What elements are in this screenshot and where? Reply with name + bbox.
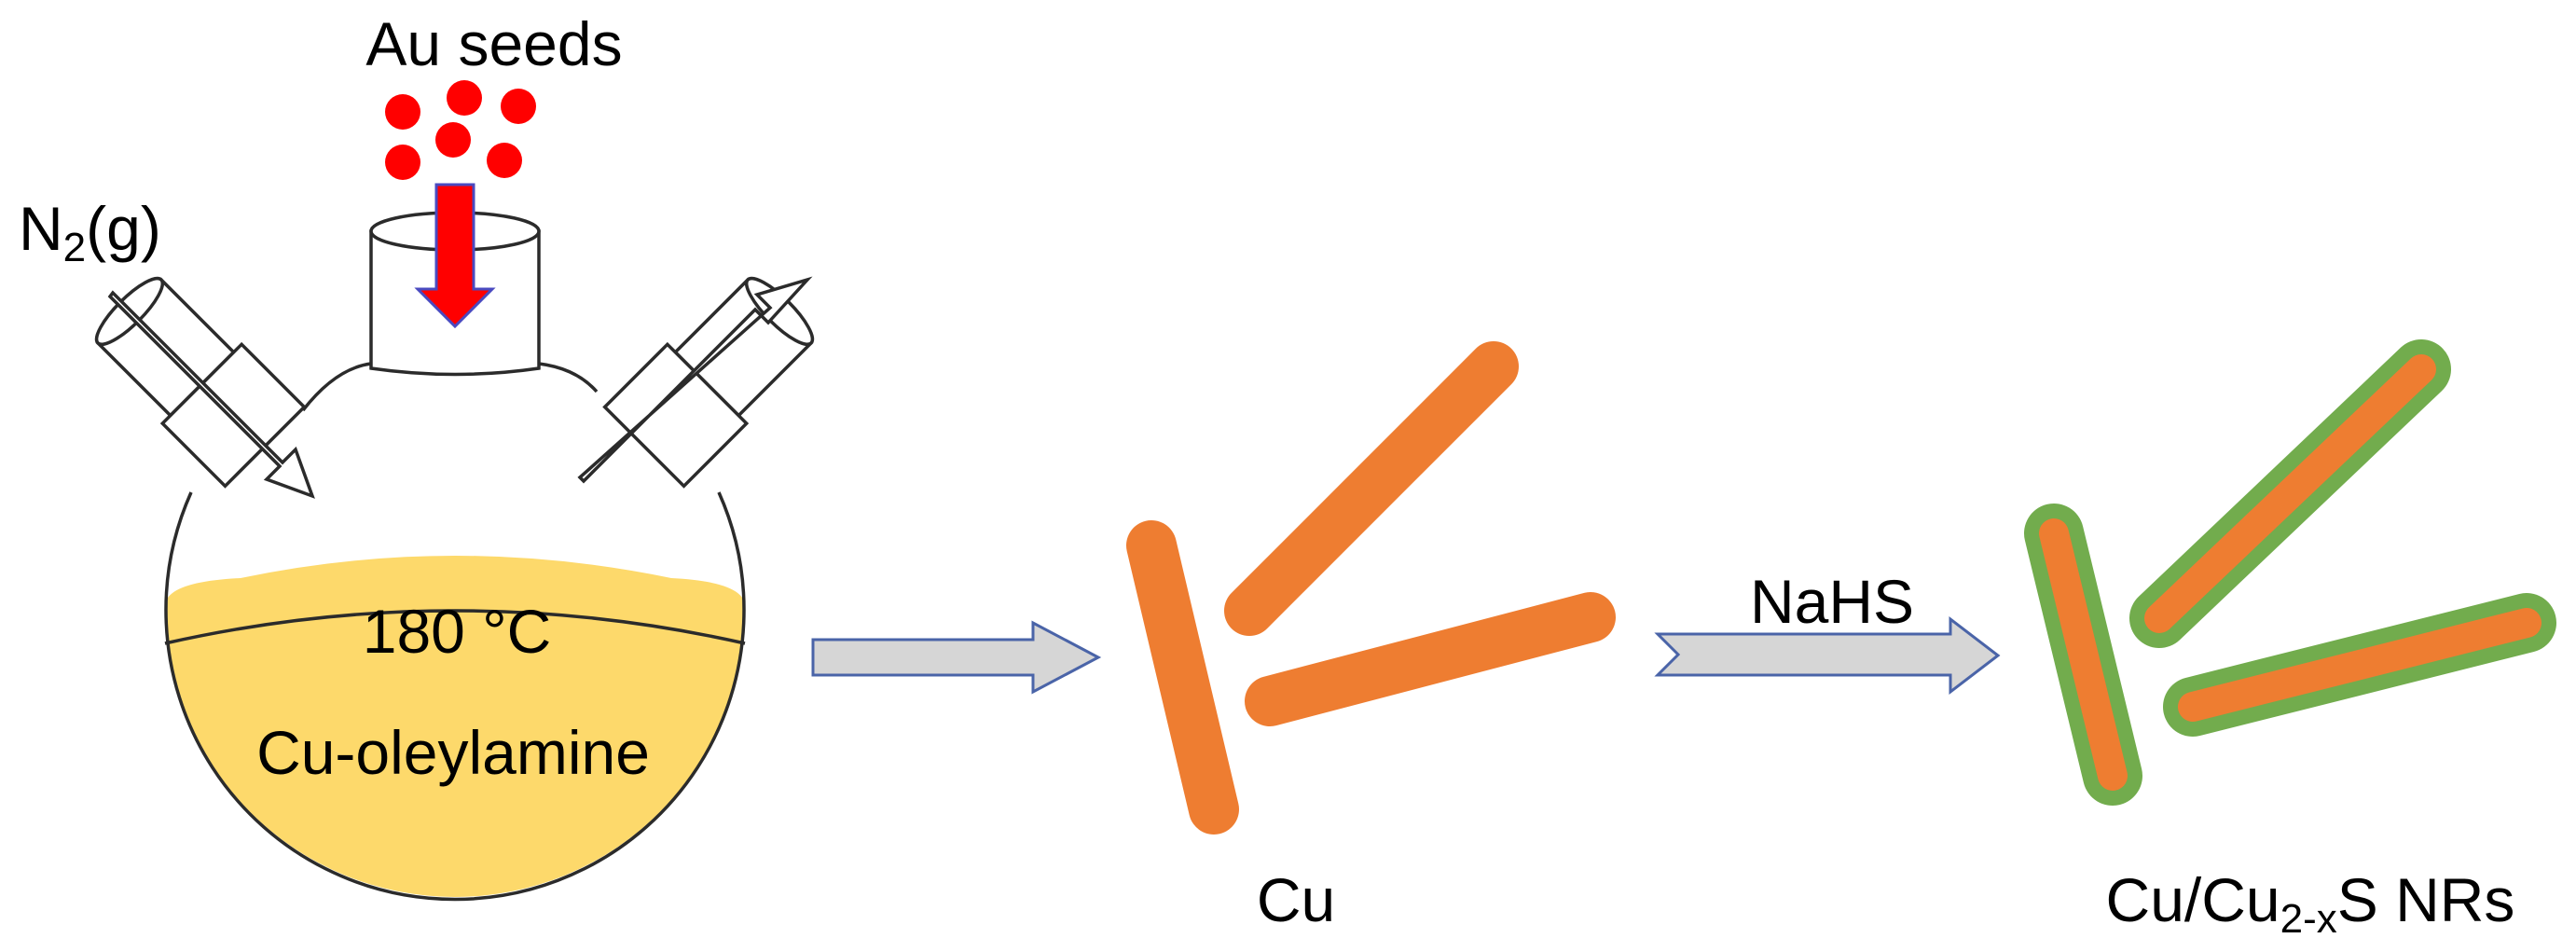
right-neck-joint bbox=[602, 341, 750, 489]
cu-caption: Cu bbox=[1257, 865, 1335, 934]
gas-inlet-arrow-icon bbox=[107, 290, 315, 499]
cu-rod bbox=[1126, 520, 1239, 835]
flask-body bbox=[164, 491, 746, 902]
core-shell-nanorods bbox=[2024, 339, 2556, 806]
seed-dot bbox=[501, 89, 536, 124]
process-arrow-1-icon bbox=[811, 620, 1102, 695]
shell-rod-core bbox=[2178, 608, 2542, 722]
gas-outlet-arrow-icon bbox=[577, 276, 813, 484]
flask-shoulder-right bbox=[538, 362, 599, 393]
meniscus-line bbox=[164, 609, 746, 645]
temperature-label: 180 °C bbox=[363, 597, 552, 666]
shell-rod-core bbox=[2039, 518, 2128, 791]
au-seeds-dots bbox=[385, 80, 536, 180]
seed-dot bbox=[385, 145, 420, 180]
cu-rod bbox=[1245, 592, 1616, 726]
au-seeds-label: Au seeds bbox=[365, 9, 622, 78]
cu-rod bbox=[1224, 341, 1519, 636]
flask-shoulder-left bbox=[301, 362, 372, 412]
seed-dot bbox=[435, 122, 471, 158]
solution-liquid bbox=[164, 556, 746, 897]
seed-dot bbox=[385, 94, 420, 130]
seed-addition-arrow-icon bbox=[414, 183, 496, 329]
seed-dot bbox=[487, 143, 522, 178]
cu-nanorods bbox=[1126, 341, 1616, 835]
n2-gas-label: N2(g) bbox=[19, 194, 161, 270]
process-arrow-2-icon bbox=[1654, 615, 2001, 696]
right-side-neck bbox=[602, 276, 815, 489]
shell-rod-core bbox=[2144, 354, 2436, 633]
nahs-label: NaHS bbox=[1750, 567, 1914, 636]
solution-label: Cu-oleylamine bbox=[256, 718, 650, 787]
seed-dot bbox=[447, 80, 482, 116]
product-caption: Cu/Cu2-xS NRs bbox=[2106, 865, 2515, 942]
